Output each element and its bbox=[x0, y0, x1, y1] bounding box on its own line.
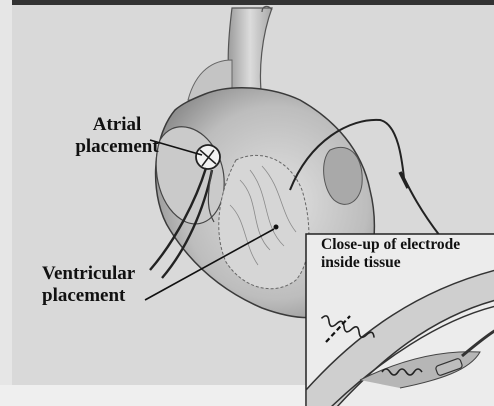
inset-caption-line-2: inside tissue bbox=[321, 254, 494, 272]
ventricular-electrode-point bbox=[274, 225, 279, 230]
top-border bbox=[0, 0, 494, 5]
atrial-label-line-1: Atrial bbox=[62, 114, 172, 136]
left-border bbox=[0, 0, 12, 406]
inset-caption-line-1: Close-up of electrode bbox=[321, 236, 494, 254]
ventricular-label-line-1: Ventricular bbox=[42, 263, 182, 285]
inset-caption: Close-up of electrode inside tissue bbox=[321, 236, 494, 272]
atrial-placement-label: Atrial placement bbox=[62, 114, 172, 158]
atrial-label-line-2: placement bbox=[62, 136, 172, 158]
ventricular-placement-label: Ventricular placement bbox=[42, 263, 182, 307]
ventricular-label-line-2: placement bbox=[42, 285, 182, 307]
